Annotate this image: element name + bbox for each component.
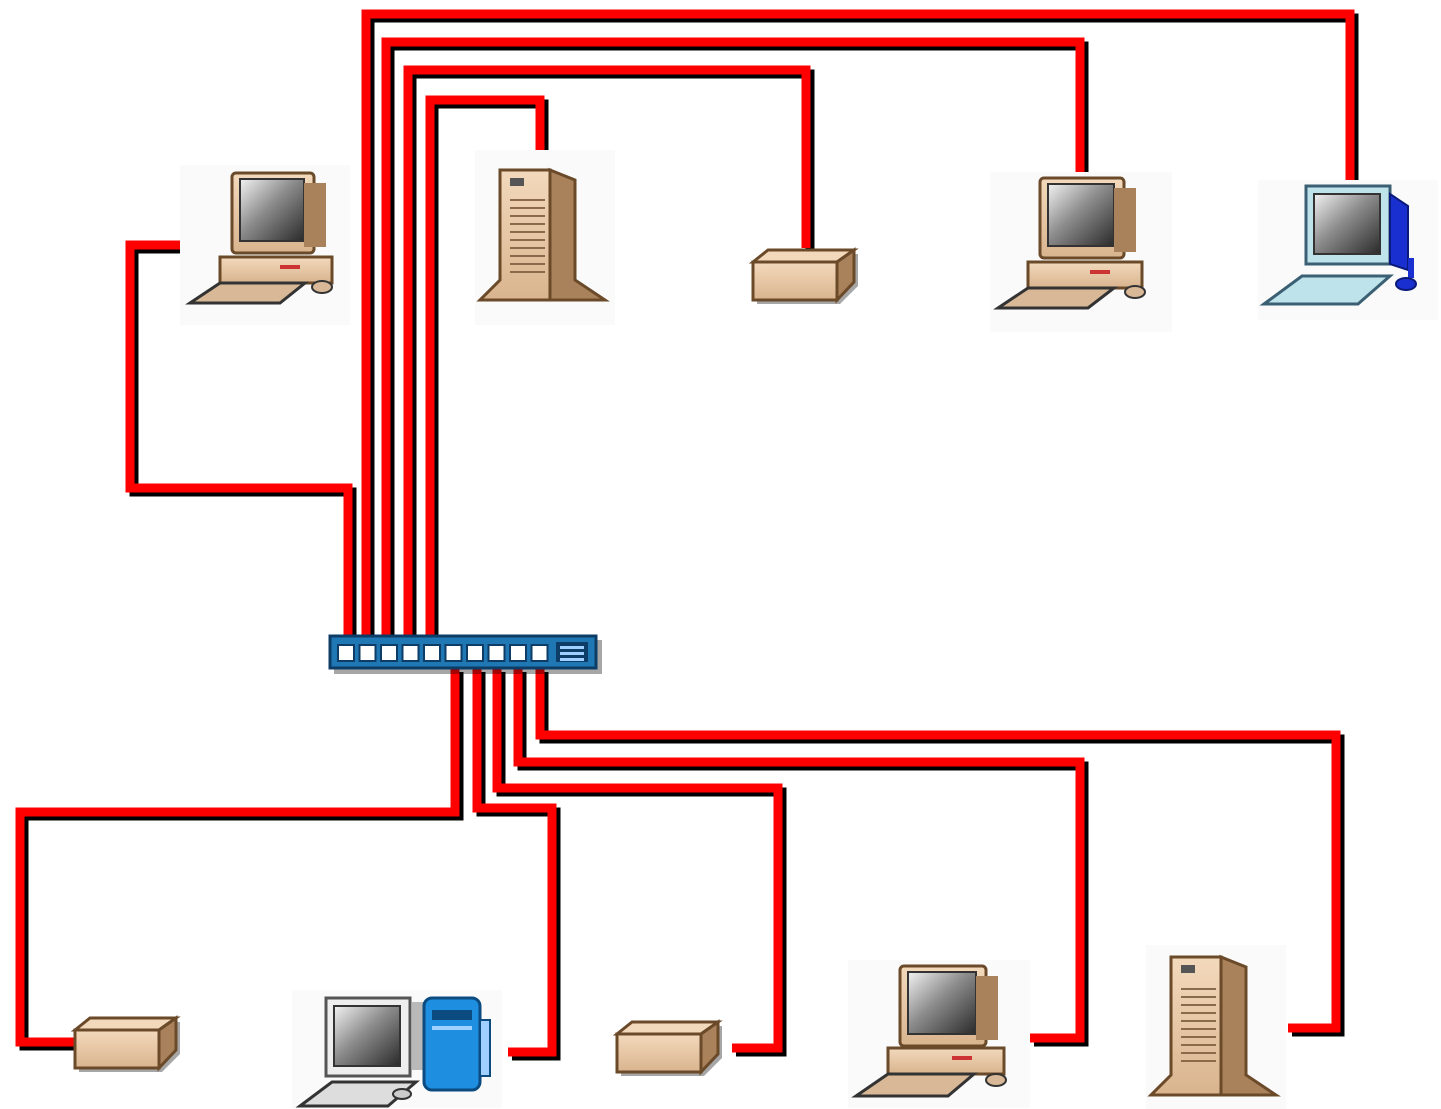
network-cable-shadow: [390, 46, 1084, 644]
hub-port: [446, 645, 462, 661]
hub-port: [403, 645, 419, 661]
workstation-computer-icon: [292, 990, 502, 1108]
peripheral-box-icon: [617, 1022, 722, 1076]
desktop-computer-icon: [990, 172, 1172, 332]
network-cable: [386, 42, 1080, 640]
hub-port: [381, 645, 397, 661]
hub-port: [532, 645, 548, 661]
hub-port: [360, 645, 376, 661]
hub-port: [338, 645, 354, 661]
peripheral-box-icon: [75, 1018, 180, 1072]
network-cable-shadow: [24, 672, 459, 1046]
desktop-computer-icon: [180, 165, 350, 325]
tower-server-icon: [1146, 945, 1286, 1109]
hub-port: [467, 645, 483, 661]
desktop-computer-icon: [848, 960, 1030, 1108]
hub-port: [424, 645, 440, 661]
laptop-computer-icon: [1258, 180, 1438, 320]
peripheral-box-icon: [753, 250, 858, 304]
network-cable: [20, 668, 455, 1042]
hub-port: [510, 645, 526, 661]
tower-server-icon: [475, 150, 615, 325]
network-cable-shadow: [370, 18, 1354, 644]
network-hub-icon: [330, 636, 602, 674]
hub-port: [489, 645, 505, 661]
